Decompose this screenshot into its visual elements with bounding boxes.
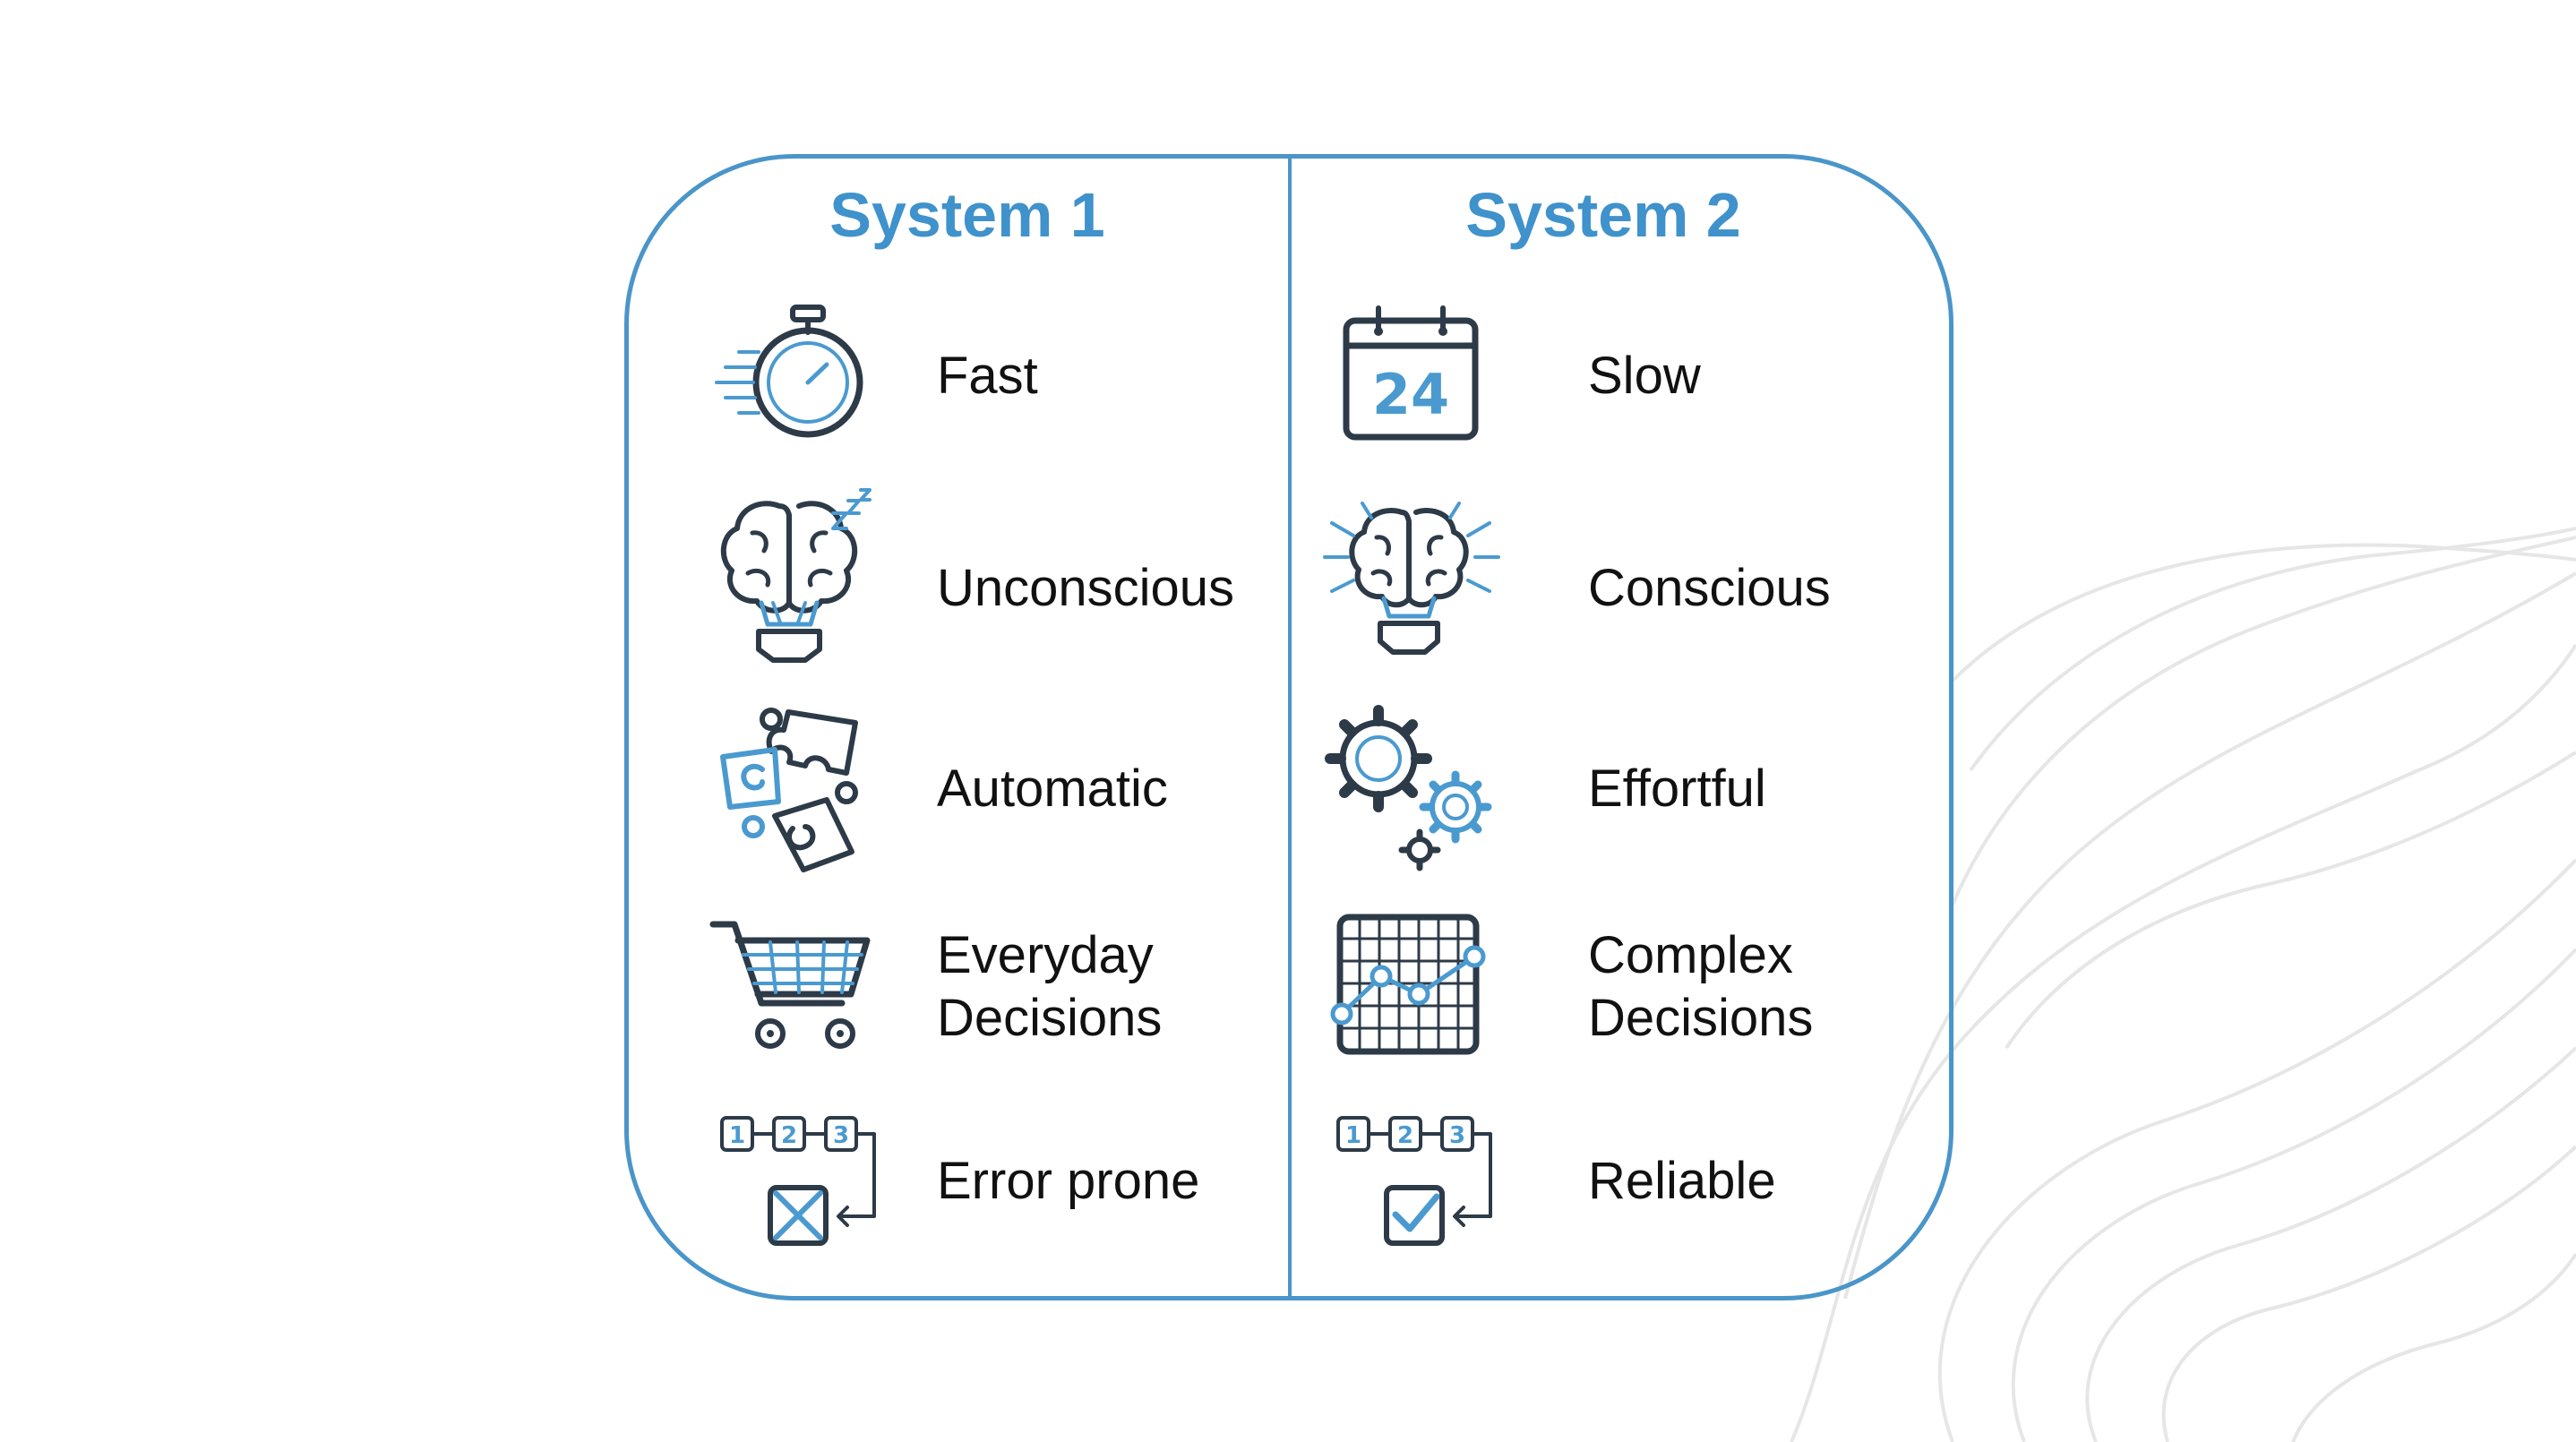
column-divider xyxy=(1288,154,1292,1300)
system1-label-unconscious: Unconscious xyxy=(937,557,1234,620)
label-line: Decisions xyxy=(1588,989,1814,1047)
shopping-cart-icon xyxy=(709,921,871,1049)
system1-label-fast: Fast xyxy=(937,345,1038,408)
step-3-label: 3 xyxy=(833,1122,849,1149)
system1-label-everyday-decisions: Everyday Decisions xyxy=(937,924,1162,1050)
system2-label-slow: Slow xyxy=(1588,345,1701,408)
gears-icon xyxy=(1325,705,1492,871)
step-2-label: 2 xyxy=(1397,1122,1413,1149)
label-line: Reliable xyxy=(1588,1152,1776,1210)
step-3-label: 3 xyxy=(1449,1122,1465,1149)
system1-label-automatic: Automatic xyxy=(937,758,1168,820)
label-line: Effortful xyxy=(1588,760,1766,818)
sleeping-brain-bulb-icon xyxy=(720,488,872,663)
label-line: Automatic xyxy=(937,760,1168,818)
system1-title: System 1 xyxy=(829,180,1105,250)
step-1-label: 1 xyxy=(1345,1122,1361,1149)
system2-label-reliable: Reliable xyxy=(1588,1150,1776,1213)
label-line: Everyday xyxy=(937,926,1154,984)
step-2-label: 2 xyxy=(781,1122,797,1149)
label-line: Fast xyxy=(937,347,1038,405)
system2-label-conscious: Conscious xyxy=(1588,557,1831,620)
label-line: Unconscious xyxy=(937,559,1235,617)
system2-label-effortful: Effortful xyxy=(1588,758,1766,820)
bright-brain-bulb-icon xyxy=(1323,502,1500,655)
step-1-label: 1 xyxy=(729,1122,745,1149)
grid-chart-icon xyxy=(1330,914,1486,1055)
calendar-24-icon: 24 xyxy=(1343,305,1479,441)
label-line: Complex xyxy=(1588,926,1793,984)
label-line: Error prone xyxy=(937,1152,1200,1210)
system2-label-complex-decisions: Complex Decisions xyxy=(1588,924,1813,1050)
sequence-cross-icon: 1 2 3 xyxy=(720,1116,876,1246)
label-line: Slow xyxy=(1588,347,1701,405)
label-line: Decisions xyxy=(937,989,1163,1047)
calendar-number: 24 xyxy=(1372,362,1449,427)
label-line: Conscious xyxy=(1588,559,1831,617)
stopwatch-icon xyxy=(715,305,863,438)
system2-title: System 2 xyxy=(1465,180,1741,250)
system1-label-error-prone: Error prone xyxy=(937,1150,1199,1213)
sequence-check-icon: 1 2 3 xyxy=(1336,1116,1492,1246)
puzzle-pieces-icon xyxy=(720,708,858,872)
